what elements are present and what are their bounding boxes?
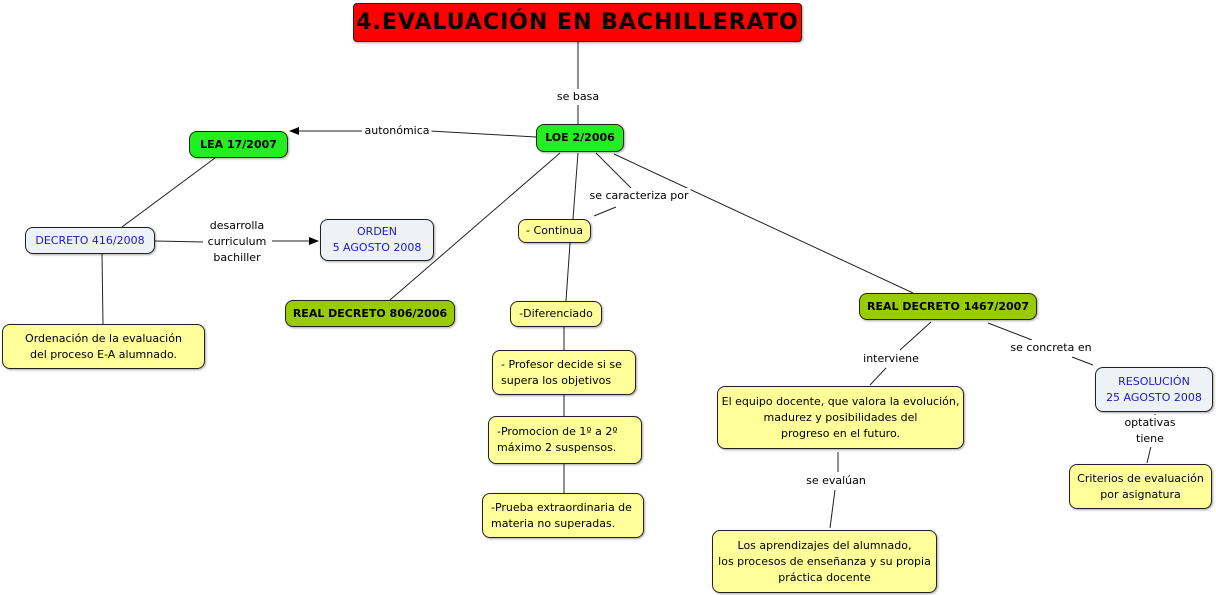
link-label-se-evaluan: se evalúan — [804, 473, 868, 489]
link-label-se-concreta: se concreta en — [1008, 340, 1094, 356]
node-profesor[interactable]: - Profesor decide si se supera los objet… — [492, 350, 636, 395]
node-rd-806[interactable]: REAL DECRETO 806/2006 — [285, 300, 455, 327]
line-concreta-resolucion — [1071, 356, 1094, 366]
line-loe-rd1467 — [613, 153, 914, 294]
link-label-interviene: interviene — [861, 351, 921, 367]
node-loe[interactable]: LOE 2/2006 — [536, 124, 624, 152]
node-promocion[interactable]: -Promocion de 1º a 2º máximo 2 suspensos… — [488, 416, 642, 464]
node-ordenacion[interactable]: Ordenación de la evaluación del proceso … — [2, 324, 205, 369]
node-equipo-docente[interactable]: El equipo docente, que valora la evoluci… — [717, 386, 964, 449]
node-criterios[interactable]: Criterios de evaluación por asignatura — [1069, 464, 1212, 509]
line-rd1467-concreta — [987, 322, 1033, 341]
node-aprendizajes[interactable]: Los aprendizajes del alumnado, los proce… — [712, 530, 937, 593]
node-orden[interactable]: ORDEN 5 AGOSTO 2008 — [320, 219, 434, 261]
link-label-se-caracteriza: se caracteriza por — [587, 188, 691, 204]
node-continua[interactable]: - Continua — [518, 219, 591, 243]
line-interviene-equipo — [869, 367, 887, 386]
node-resolucion[interactable]: RESOLUCIÓN 25 AGOSTO 2008 — [1095, 367, 1213, 412]
link-label-autonomica: autonómica — [362, 123, 432, 139]
line-caracteriza-continua — [593, 206, 617, 217]
node-rd-1467[interactable]: REAL DECRETO 1467/2007 — [859, 293, 1037, 320]
line-continua-diferenciado — [565, 242, 571, 302]
node-decreto-416[interactable]: DECRETO 416/2008 — [25, 227, 155, 254]
line-lea-decreto — [121, 157, 216, 228]
link-label-se-basa: se basa — [554, 89, 602, 105]
line-rd1467-interviene — [899, 321, 932, 351]
line-decreto-ordenacion — [101, 253, 104, 325]
node-prueba[interactable]: -Prueba extraordinaria de materia no sup… — [482, 493, 644, 538]
node-diferenciado[interactable]: -Diferenciado — [510, 301, 602, 327]
line-loe-caracteriza — [595, 152, 632, 189]
link-label-desarrolla: desarrolla curriculum bachiller — [205, 218, 269, 266]
line-decreto-desarrolla — [154, 240, 204, 243]
line-loe-continua — [572, 152, 579, 220]
line-loe-rd806 — [389, 152, 561, 301]
line-loe-autonomica — [429, 130, 537, 138]
map-title[interactable]: 4.EVALUACIÓN EN BACHILLERATO — [353, 3, 802, 42]
line-evaluan-aprendizajes — [829, 489, 836, 529]
link-label-optativas: optativas tiene — [1117, 415, 1183, 447]
node-lea[interactable]: LEA 17/2007 — [189, 131, 288, 158]
